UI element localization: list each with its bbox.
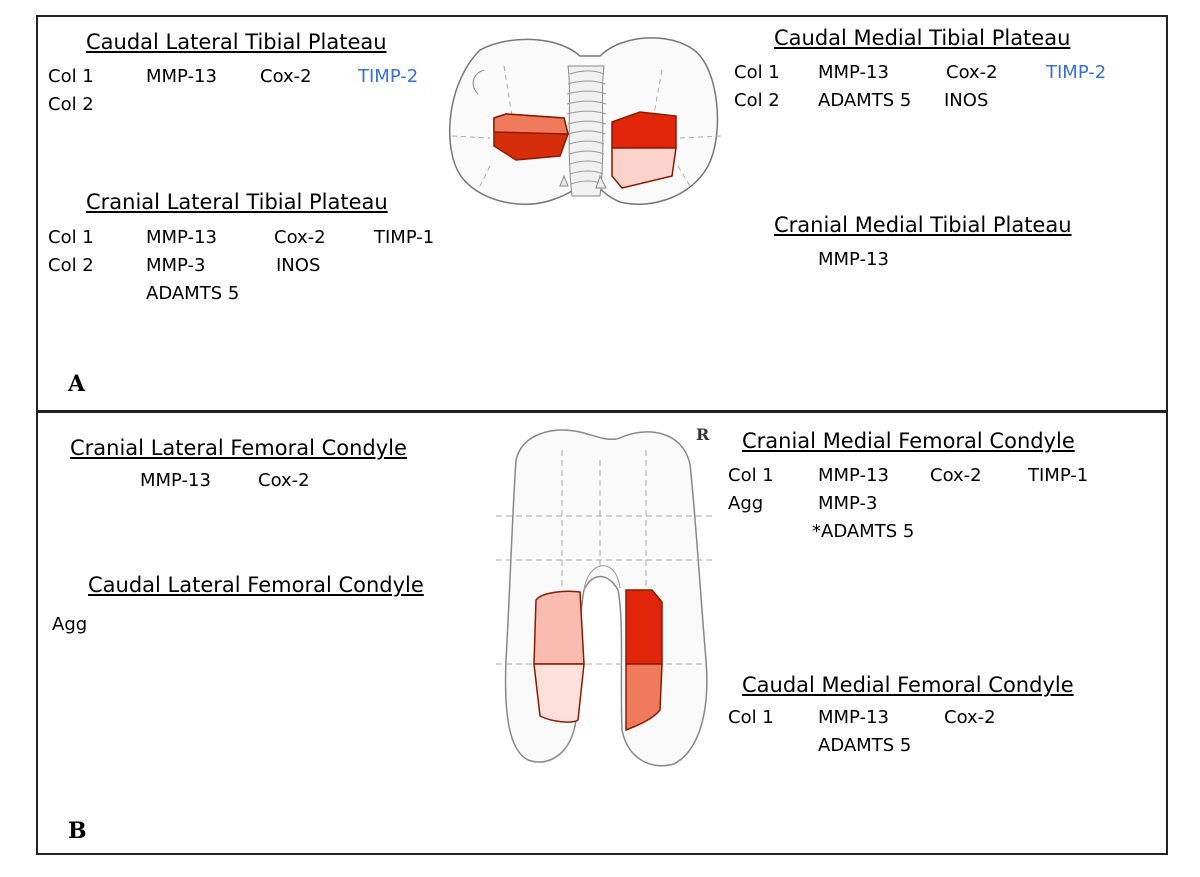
marker-mmp13: MMP-13 [146, 66, 217, 87]
marker-adamts5: ADAMTS 5 [818, 735, 912, 756]
marker-adamts5: ADAMTS 5 [818, 90, 912, 111]
marker-cox2: Cox-2 [260, 66, 312, 87]
marker-cox2: Cox-2 [930, 465, 982, 486]
marker-timp1: TIMP-1 [374, 227, 435, 248]
marker-col2: Col 2 [48, 255, 94, 276]
marker-adamts5: *ADAMTS 5 [812, 521, 915, 542]
marker-mmp13: MMP-13 [146, 227, 217, 248]
marker-mmp13: MMP-13 [140, 470, 211, 491]
heading-cranial-medial-tibial-plateau: Cranial Medial Tibial Plateau [774, 213, 1072, 237]
panel-letter-b: B [68, 818, 87, 844]
panel-letter-a: A [68, 371, 86, 397]
marker-timp2: TIMP-2 [358, 66, 419, 87]
panel-b [36, 410, 1168, 855]
tibial-plateau-diagram [449, 37, 723, 205]
heading-caudal-medial-tibial-plateau: Caudal Medial Tibial Plateau [774, 26, 1071, 50]
heading-cranial-lateral-tibial-plateau: Cranial Lateral Tibial Plateau [86, 190, 388, 214]
heading-caudal-lateral-tibial-plateau: Caudal Lateral Tibial Plateau [86, 30, 387, 54]
marker-cox2: Cox-2 [946, 62, 998, 83]
marker-col2: Col 2 [48, 94, 94, 115]
marker-cox2: Cox-2 [258, 470, 310, 491]
side-marker-r: R [696, 425, 710, 444]
marker-col1: Col 1 [728, 707, 774, 728]
marker-cox2: Cox-2 [944, 707, 996, 728]
marker-mmp13: MMP-13 [818, 707, 889, 728]
marker-adamts5: ADAMTS 5 [146, 283, 240, 304]
heading-caudal-medial-femoral-condyle: Caudal Medial Femoral Condyle [742, 673, 1074, 697]
marker-mmp3: MMP-3 [818, 493, 878, 514]
marker-mmp3: MMP-3 [146, 255, 206, 276]
femoral-condyle-diagram: R [496, 425, 716, 767]
marker-col1: Col 1 [734, 62, 780, 83]
marker-col1: Col 1 [728, 465, 774, 486]
marker-inos: INOS [944, 90, 989, 111]
marker-agg: Agg [52, 614, 88, 635]
marker-col1: Col 1 [48, 66, 94, 87]
heading-cranial-medial-femoral-condyle: Cranial Medial Femoral Condyle [742, 429, 1075, 453]
marker-col2: Col 2 [734, 90, 780, 111]
marker-cox2: Cox-2 [274, 227, 326, 248]
marker-mmp13: MMP-13 [818, 465, 889, 486]
marker-mmp13: MMP-13 [818, 249, 889, 270]
marker-timp2: TIMP-2 [1046, 62, 1107, 83]
marker-mmp13: MMP-13 [818, 62, 889, 83]
heading-caudal-lateral-femoral-condyle: Caudal Lateral Femoral Condyle [88, 573, 424, 597]
marker-agg: Agg [728, 493, 764, 514]
marker-inos: INOS [276, 255, 321, 276]
marker-col1: Col 1 [48, 227, 94, 248]
heading-cranial-lateral-femoral-condyle: Cranial Lateral Femoral Condyle [70, 436, 407, 460]
marker-timp1: TIMP-1 [1028, 465, 1089, 486]
